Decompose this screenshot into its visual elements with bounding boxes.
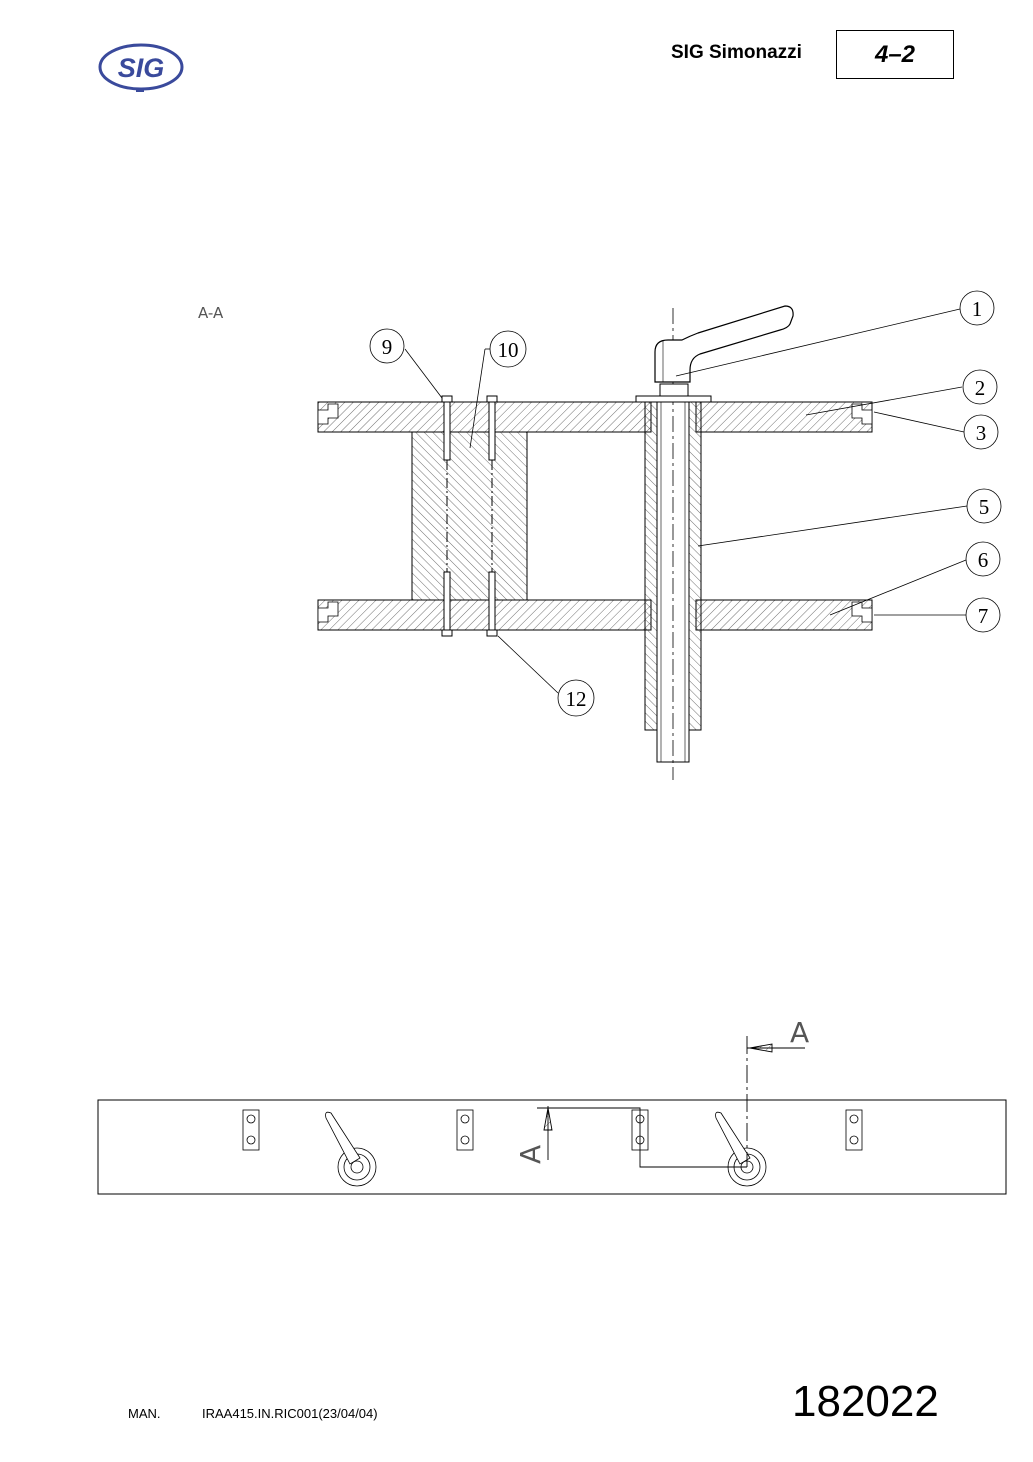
svg-text:2: 2: [975, 376, 986, 400]
callout-7: 7: [965, 597, 1001, 633]
doc-number: 182022: [792, 1377, 939, 1426]
callout-2: 2: [962, 369, 998, 405]
svg-text:5: 5: [979, 495, 990, 519]
callout-5: 5: [966, 488, 1002, 524]
man-label: MAN.: [128, 1406, 161, 1421]
callout-10: 10: [489, 330, 527, 368]
section-marker-top: A: [790, 1016, 809, 1049]
company-name: SIG Simonazzi: [671, 42, 802, 63]
callout-1: 1: [959, 290, 995, 326]
spacer-block: [411, 431, 528, 601]
svg-text:12: 12: [566, 687, 587, 711]
clamping-lever: [654, 305, 794, 383]
svg-text:SIG: SIG: [118, 53, 165, 83]
svg-text:3: 3: [976, 421, 987, 445]
leader-lines: [404, 308, 968, 694]
callout-9: 9: [369, 328, 405, 364]
page-number: 4–2: [874, 40, 916, 68]
sig-logo: SIG: [98, 43, 184, 92]
callout-12: 12: [557, 679, 595, 717]
bottom-plate: [317, 599, 873, 631]
section-label: A-A: [198, 304, 224, 322]
shaft-assembly: [635, 308, 712, 780]
page-number-box: 4–2: [836, 30, 954, 79]
callouts: 1 2 3 5 6 7 9 10 12: [369, 290, 1002, 717]
callout-3: 3: [963, 414, 999, 450]
callout-6: 6: [965, 541, 1001, 577]
svg-text:6: 6: [978, 548, 989, 572]
top-plate: [317, 401, 873, 433]
doc-reference: IRAA415.IN.RIC001(23/04/04): [202, 1406, 378, 1421]
plan-view: A A: [97, 1016, 1007, 1195]
screws: [441, 395, 498, 637]
section-marker-bottom: A: [514, 1145, 547, 1164]
svg-text:9: 9: [382, 335, 393, 359]
svg-text:10: 10: [498, 338, 519, 362]
svg-text:1: 1: [972, 297, 983, 321]
svg-text:7: 7: [978, 604, 989, 628]
